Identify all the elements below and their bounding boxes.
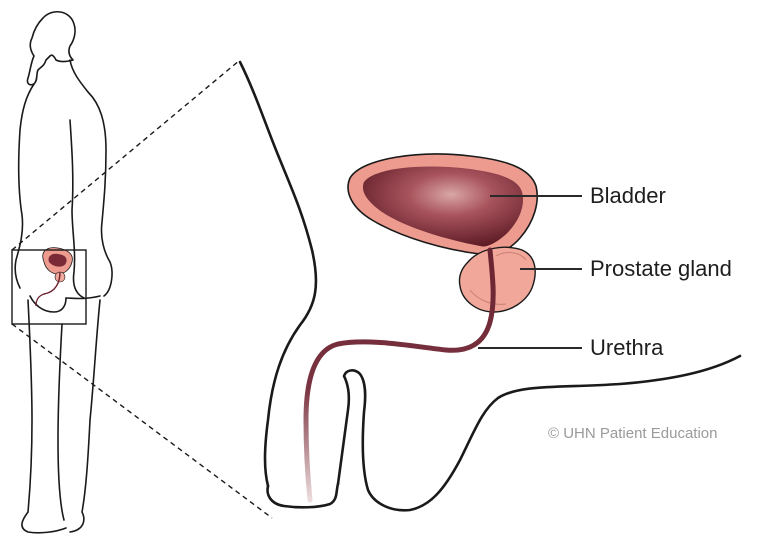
prostate-organ [459, 247, 535, 312]
zoom-line-top [12, 60, 240, 250]
copyright-credit: © UHN Patient Education [548, 426, 717, 441]
bladder-organ [348, 154, 537, 255]
zoom-line-bottom [12, 324, 272, 518]
bladder-inner [363, 167, 523, 247]
urethra-label: Urethra [590, 337, 663, 359]
prostate-label: Prostate gland [590, 258, 732, 280]
bladder-label: Bladder [590, 185, 666, 207]
